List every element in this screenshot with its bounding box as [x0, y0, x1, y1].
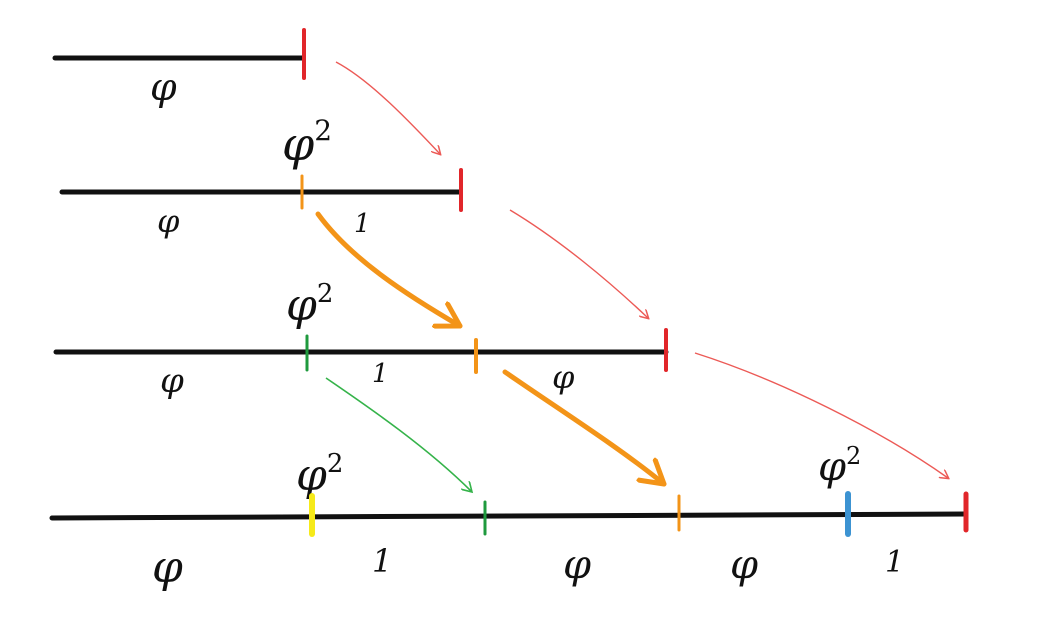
segment-line: [49, 511, 969, 521]
arrows: [315, 61, 948, 492]
phi-squared-annotation: φ2: [286, 279, 333, 331]
one-label: 1: [885, 545, 904, 580]
phi-squared-annotation: φ2: [296, 449, 343, 501]
red-arrow: [335, 61, 440, 154]
orange-arrow: [315, 211, 463, 326]
phi-squared-annotation: φ2: [282, 114, 332, 171]
phi-symbol: φ: [818, 444, 846, 490]
exponent-two: 2: [846, 442, 861, 470]
exponent-two: 2: [317, 279, 334, 309]
phi-label: φ: [150, 65, 177, 109]
phi-label: φ: [157, 202, 180, 240]
row-1: φ: [52, 28, 306, 109]
phi-symbol: φ: [282, 117, 315, 171]
phi-symbol: φ: [296, 450, 327, 501]
phi-label: φ: [563, 542, 591, 588]
one-label: 1: [354, 209, 371, 239]
red-arrow: [694, 352, 948, 478]
row-3: φ2 φ 1 φ: [53, 279, 669, 401]
red-arrow: [509, 209, 648, 318]
one-label: 1: [372, 542, 392, 580]
row-2: φ2 φ 1: [59, 114, 463, 240]
phi-symbol: φ: [286, 280, 317, 331]
one-label: 1: [372, 359, 389, 389]
phi-label: φ: [552, 358, 575, 396]
green-arrow: [325, 377, 472, 492]
orange-arrow: [502, 369, 667, 487]
exponent-two: 2: [327, 449, 344, 479]
phi-label: φ: [160, 361, 184, 401]
phi-label: φ: [730, 542, 758, 588]
phi-label: φ: [152, 542, 183, 593]
exponent-two: 2: [314, 114, 332, 147]
phi-squared-annotation: φ2: [818, 442, 861, 490]
row-4: φ2 φ2 φ 1 φ φ 1: [49, 442, 969, 593]
